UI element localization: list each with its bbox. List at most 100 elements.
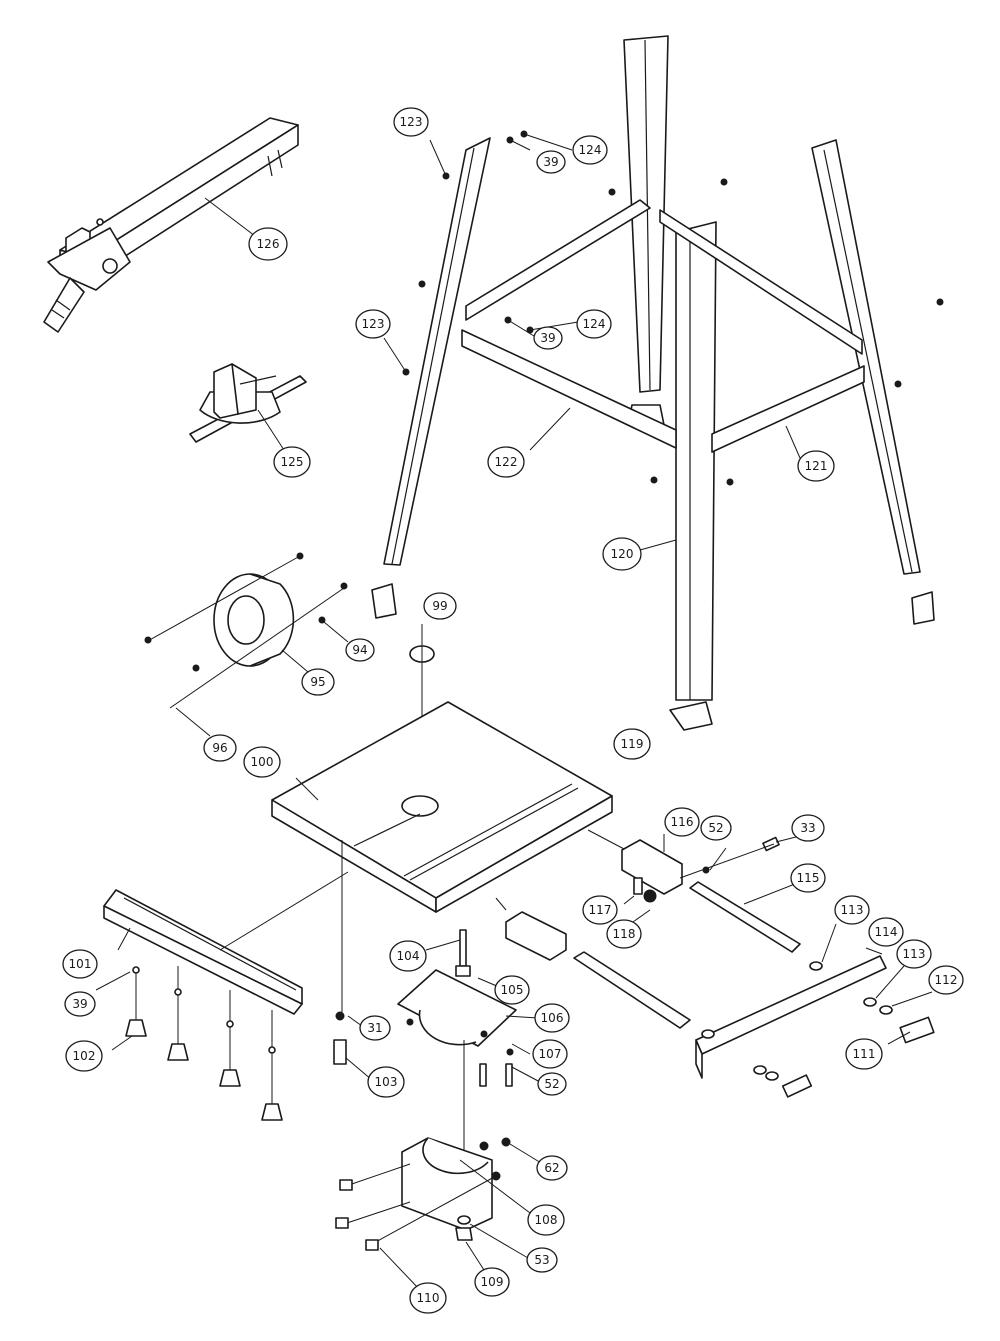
callout-31: 31: [359, 1015, 391, 1041]
callout-bubble: [534, 1003, 570, 1033]
callout-number: 104: [397, 949, 420, 963]
callout-bubble: [526, 1247, 558, 1273]
callout-number: 110: [417, 1291, 440, 1305]
callout-104: 104: [389, 940, 427, 972]
callout-number: 101: [69, 957, 92, 971]
callout-39: 39: [536, 150, 566, 174]
callout-106: 106: [534, 1003, 570, 1033]
callout-53: 53: [526, 1247, 558, 1273]
callout-number: 125: [281, 455, 304, 469]
table-assembly: [271, 624, 613, 913]
callout-bubble: [64, 991, 96, 1017]
callout-96: 96: [203, 734, 237, 762]
shaft-lower: [573, 951, 691, 1029]
callout-number: 108: [535, 1213, 558, 1227]
callout-bubble: [582, 895, 618, 925]
rail-side: [711, 365, 865, 453]
callout-118: 118: [606, 919, 642, 949]
callout-113: 113: [896, 939, 932, 969]
callout-number: 53: [534, 1253, 549, 1267]
callout-bubble: [536, 1155, 568, 1181]
callout-bubble: [359, 1015, 391, 1041]
callout-113: 113: [834, 895, 870, 925]
callout-number: 107: [539, 1047, 562, 1061]
callout-112: 112: [928, 965, 964, 995]
callout-bubble: [700, 815, 732, 841]
callout-bubble: [487, 446, 525, 478]
callout-bubble: [613, 728, 651, 760]
callout-number: 103: [375, 1075, 398, 1089]
callout-99: 99: [423, 592, 457, 620]
table-top: [271, 701, 613, 899]
callout-115: 115: [790, 863, 826, 893]
callout-102: 102: [65, 1040, 103, 1072]
callout-number: 99: [432, 599, 447, 613]
callout-number: 111: [853, 1047, 876, 1061]
callout-bubble: [409, 1282, 447, 1314]
callout-number: 31: [367, 1021, 382, 1035]
callout-bubble: [536, 150, 566, 174]
callout-number: 115: [797, 871, 820, 885]
callout-101: 101: [62, 949, 98, 979]
callout-123: 123: [393, 107, 429, 137]
callout-number: 106: [541, 1011, 564, 1025]
rear-guide-assembly: [495, 829, 935, 1098]
callout-bubble: [928, 965, 964, 995]
callout-number: 62: [544, 1161, 559, 1175]
callout-bubble: [576, 309, 612, 339]
callout-108: 108: [527, 1204, 565, 1236]
callout-bubble: [868, 917, 904, 947]
callout-number: 39: [540, 331, 555, 345]
callout-number: 39: [72, 997, 87, 1011]
callout-number: 113: [903, 947, 926, 961]
callout-123: 123: [355, 309, 391, 339]
leg-front: [675, 221, 717, 701]
callout-bubble: [301, 668, 335, 696]
callout-bubble: [790, 863, 826, 893]
callout-bubble: [65, 1040, 103, 1072]
callout-bubble: [606, 919, 642, 949]
callout-bubble: [423, 592, 457, 620]
trunnion-assembly: [397, 929, 541, 1150]
callout-105: 105: [494, 975, 530, 1005]
callout-bubble: [896, 939, 932, 969]
callout-bubble: [474, 1267, 510, 1297]
callout-bubble: [664, 807, 700, 837]
rail-front: [461, 329, 677, 449]
callout-number: 52: [544, 1077, 559, 1091]
shaft-115: [689, 881, 801, 953]
callout-125: 125: [273, 446, 311, 478]
callout-120: 120: [602, 537, 642, 571]
callout-95: 95: [301, 668, 335, 696]
callout-121: 121: [797, 450, 835, 482]
callout-bubble: [834, 895, 870, 925]
callout-number: 121: [805, 459, 828, 473]
callout-number: 116: [671, 815, 694, 829]
callout-110: 110: [409, 1282, 447, 1314]
lower-trunnion-assembly: [335, 1137, 547, 1291]
callout-number: 33: [800, 821, 815, 835]
callout-109: 109: [474, 1267, 510, 1297]
callout-bubble: [537, 1072, 567, 1096]
callout-number: 119: [621, 737, 644, 751]
callout-122: 122: [487, 446, 525, 478]
callout-number: 126: [257, 237, 280, 251]
callout-bubble: [393, 107, 429, 137]
bolt-103-assembly: [333, 840, 373, 1081]
callout-bubble: [602, 537, 642, 571]
callout-119: 119: [613, 728, 651, 760]
callout-number: 100: [251, 755, 274, 769]
leg-right: [811, 139, 921, 575]
callout-number: 109: [481, 1275, 504, 1289]
callout-number: 122: [495, 455, 518, 469]
callout-bubble: [62, 949, 98, 979]
callout-number: 117: [589, 903, 612, 917]
callout-bubble: [797, 450, 835, 482]
callout-bubble: [243, 746, 281, 778]
callout-bubble: [533, 326, 563, 350]
callout-number: 52: [708, 821, 723, 835]
callout-39: 39: [533, 326, 563, 350]
callout-number: 94: [352, 643, 367, 657]
